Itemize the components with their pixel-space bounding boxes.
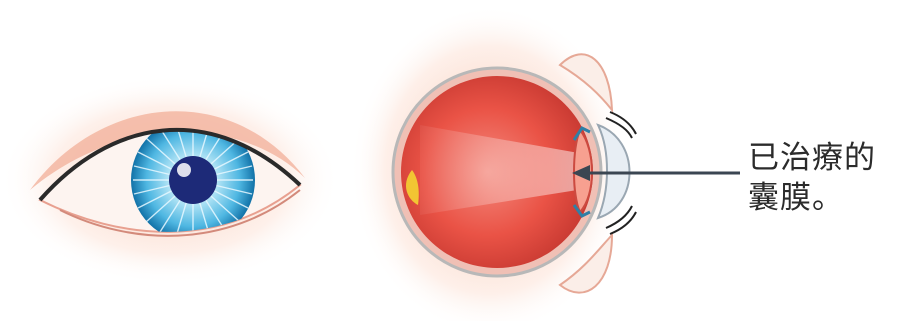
pupil (169, 156, 217, 204)
cross-section-eye (350, 5, 636, 321)
pupil-highlight (177, 163, 191, 177)
annotation-label-line-2: 囊膜。 (748, 180, 844, 216)
annotation-label-line-1: 已治療的 (748, 140, 876, 176)
front-eye-view (0, 75, 340, 285)
